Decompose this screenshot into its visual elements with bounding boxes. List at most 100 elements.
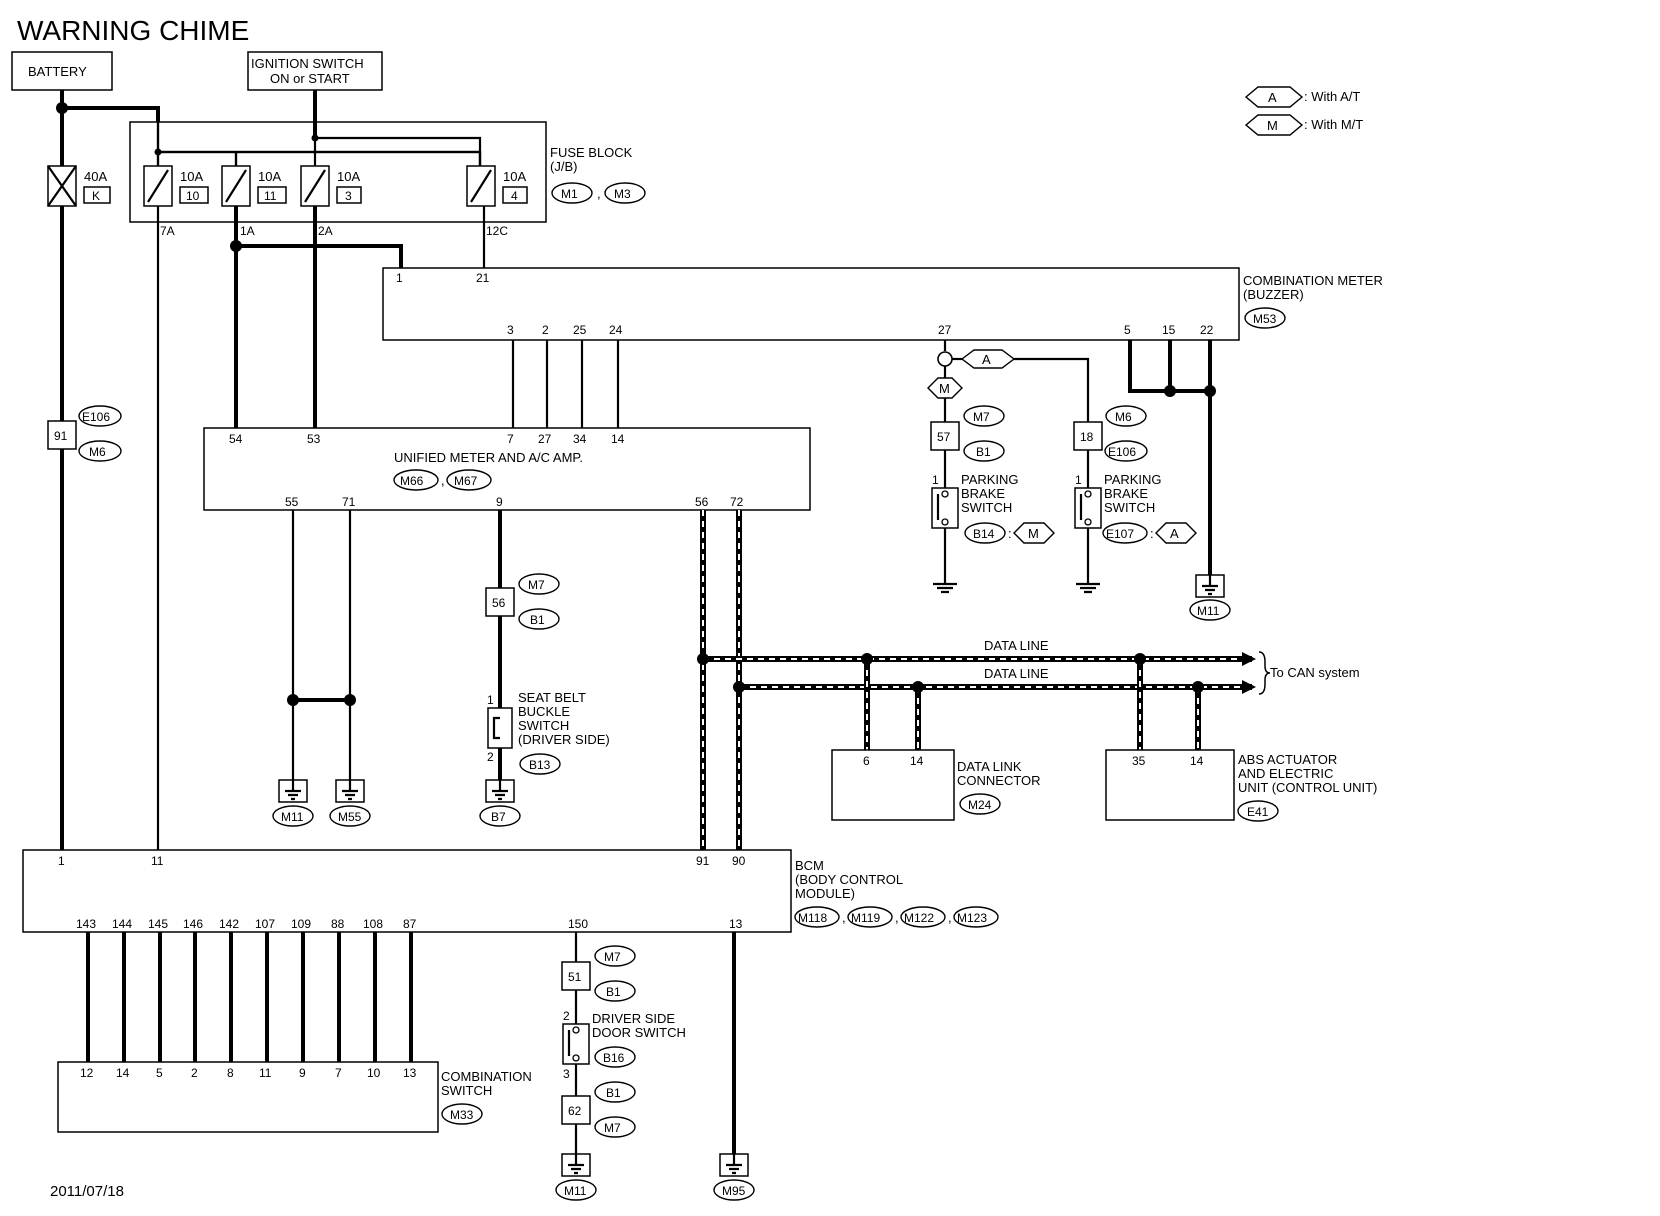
svg-text:BCM: BCM [795,858,824,873]
svg-text:BUCKLE: BUCKLE [518,704,570,719]
svg-text:M33: M33 [450,1108,474,1122]
svg-text:7: 7 [507,432,514,446]
svg-text:PARKING: PARKING [1104,472,1162,487]
svg-text:A: A [1170,526,1179,541]
svg-text::: : [1150,526,1154,541]
svg-text:21: 21 [476,271,490,285]
diagram-date: 2011/07/18 [50,1183,124,1200]
svg-text:SWITCH: SWITCH [518,718,569,733]
svg-text:PARKING: PARKING [961,472,1019,487]
svg-text:51: 51 [568,970,582,984]
svg-text:14: 14 [116,1066,130,1080]
svg-text:145: 145 [148,917,168,931]
svg-text:27: 27 [938,323,952,337]
bcm-ground-13: M95 [713,932,755,1201]
data-link-connector: 6 14 DATA LINK CONNECTOR M24 [831,749,1041,821]
svg-text:M119: M119 [851,911,880,925]
svg-text:56: 56 [695,495,709,509]
svg-text:M: M [1028,526,1039,541]
fuse-block: 10A 10 10A 11 10A 3 10A 4 7A 1A 2A 12C F… [129,90,646,238]
svg-text:10: 10 [186,189,200,203]
svg-text:M7: M7 [973,410,990,424]
fuse40-id: K [92,189,100,203]
svg-text:B1: B1 [606,985,621,999]
svg-text:62: 62 [568,1104,582,1118]
svg-text:M95: M95 [722,1184,746,1198]
svg-text:UNIT (CONTROL UNIT): UNIT (CONTROL UNIT) [1238,780,1377,795]
svg-text:5: 5 [1124,323,1131,337]
svg-text:22: 22 [1200,323,1214,337]
svg-text:M11: M11 [564,1184,587,1198]
fusible-link-40a: 40A K [47,165,111,207]
connector-18: 18 M6 E106 [1073,405,1148,462]
battery-label: BATTERY [28,64,87,79]
svg-text:BRAKE: BRAKE [1104,486,1148,501]
svg-text:13: 13 [729,917,743,931]
svg-text:146: 146 [183,917,203,931]
svg-text:M53: M53 [1253,312,1277,326]
svg-text:107: 107 [255,917,275,931]
svg-text:14: 14 [1190,754,1204,768]
svg-text:10A: 10A [258,169,281,184]
svg-text:3: 3 [507,323,514,337]
svg-text:1: 1 [58,854,65,868]
legend-mt-code: M [1267,118,1278,133]
svg-text:(J/B): (J/B) [550,159,577,174]
svg-text:5: 5 [156,1066,163,1080]
svg-text:11: 11 [259,1066,272,1080]
svg-text:3: 3 [563,1067,570,1081]
parking-brake-switch-mt: 1 PARKING BRAKE SWITCH B14 : M [931,450,1055,594]
svg-text:11: 11 [151,854,164,868]
meter-ground-wiring: M11 [1128,340,1231,621]
svg-text:B14: B14 [973,527,995,541]
svg-text:B1: B1 [530,613,545,627]
svg-text:M11: M11 [1197,604,1220,618]
svg-text:88: 88 [331,917,345,931]
svg-text:14: 14 [611,432,625,446]
fuse40-rating: 40A [84,169,107,184]
svg-text:12: 12 [80,1066,94,1080]
svg-text:72: 72 [730,495,744,509]
svg-text:12C: 12C [486,224,508,238]
svg-text:M7: M7 [604,1121,621,1135]
svg-text:B1: B1 [606,1086,621,1100]
bcm-body-control-module: 1 11 91 90 BCM (BODY CONTROL MODULE) M11… [22,849,999,933]
svg-text:ABS ACTUATOR: ABS ACTUATOR [1238,752,1337,767]
svg-text:COMBINATION: COMBINATION [441,1069,532,1084]
svg-text:UNIFIED METER AND A/C AMP.: UNIFIED METER AND A/C AMP. [394,450,583,465]
svg-text:B1: B1 [976,445,991,459]
svg-text:DATA LINK: DATA LINK [957,759,1022,774]
svg-text:E106: E106 [1108,445,1136,459]
svg-text:M67: M67 [454,474,478,488]
svg-text:10: 10 [367,1066,381,1080]
svg-text:9: 9 [299,1066,306,1080]
svg-text:DOOR SWITCH: DOOR SWITCH [592,1025,686,1040]
can-data-lines: DATA LINE DATA LINE To CAN system [697,510,1360,850]
svg-text:2: 2 [487,750,494,764]
svg-text:2: 2 [563,1009,570,1023]
battery-box [11,51,113,91]
svg-text:,: , [948,910,952,925]
bcm-to-combination-switch-wiring [86,932,413,1062]
ignition-line2: ON or START [270,71,350,86]
amp-ground-wiring: M11 M55 [272,510,371,827]
svg-text:9: 9 [496,495,503,509]
svg-text:,: , [597,186,601,201]
seat-belt-circuit: 56 M7 B1 1 2 B7 SEAT BELT BUCKLE SWITCH … [479,510,610,827]
connector-91: 91 E106 M6 [47,405,122,462]
svg-text:M6: M6 [89,445,106,459]
svg-text:(BUZZER): (BUZZER) [1243,287,1304,302]
connector-57: 57 M7 B1 [930,405,1005,462]
svg-text:(BODY CONTROL: (BODY CONTROL [795,872,903,887]
legend-at-symbol [1244,86,1304,108]
legend-at-code: A [1268,90,1277,105]
svg-text:,: , [842,910,846,925]
svg-text:55: 55 [285,495,299,509]
svg-text:2A: 2A [318,224,333,238]
svg-text:M11: M11 [281,810,304,824]
svg-text:2: 2 [191,1066,198,1080]
legend-mt-text: : With M/T [1304,117,1363,132]
svg-text:M24: M24 [968,798,992,812]
svg-text:M1: M1 [561,187,578,201]
